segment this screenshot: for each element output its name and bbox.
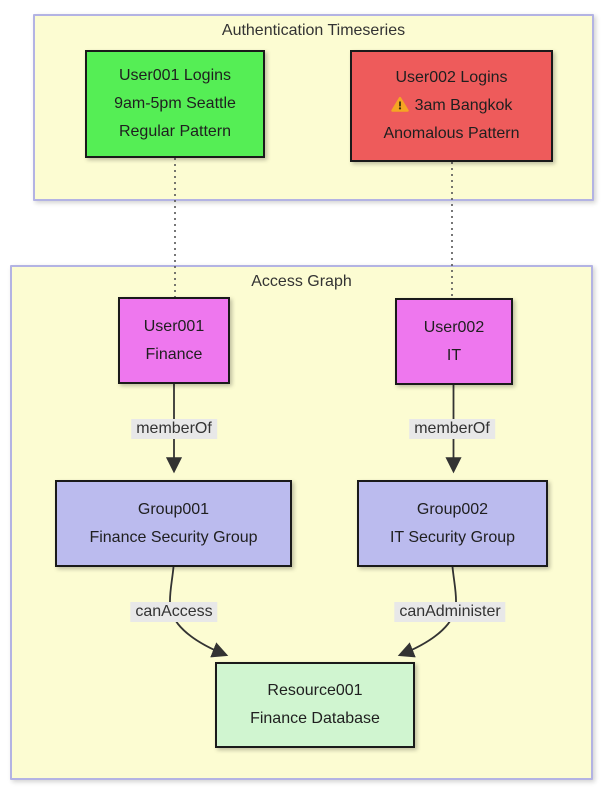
node-text: User002 bbox=[423, 318, 485, 336]
node-text: Group001 bbox=[137, 500, 210, 518]
auth-cluster-title: Authentication Timeseries bbox=[221, 22, 406, 39]
node-text: User001 Logins bbox=[118, 67, 232, 84]
node-group002: Group002 IT Security Group bbox=[357, 480, 548, 567]
node-user001-logins: User001 Logins 9am-5pm Seattle Regular P… bbox=[85, 50, 265, 158]
node-user002-logins: User002 Logins 3am Bangkok Anomalous Pat… bbox=[350, 50, 553, 162]
node-group001: Group001 Finance Security Group bbox=[55, 480, 292, 567]
node-text: User002 Logins bbox=[395, 69, 508, 86]
node-resource001: Resource001 Finance Database bbox=[215, 662, 415, 748]
node-text: Finance Database bbox=[250, 710, 380, 727]
node-user001: User001 Finance bbox=[118, 297, 230, 384]
node-text: 3am Bangkok bbox=[414, 97, 513, 114]
node-text: Group002 bbox=[416, 500, 489, 518]
edge-label-canadminister: canAdminister bbox=[394, 602, 506, 622]
node-text: Finance Security Group bbox=[89, 528, 258, 546]
access-cluster-title: Access Graph bbox=[251, 273, 352, 290]
edge-label-memberof-2: memberOf bbox=[409, 419, 495, 439]
edge-canadminister-group002-resource001 bbox=[397, 566, 457, 658]
edge-label-canaccess: canAccess bbox=[130, 602, 218, 622]
warning-icon bbox=[390, 96, 409, 112]
node-text: Resource001 bbox=[267, 682, 363, 699]
node-text: IT Security Group bbox=[389, 528, 516, 546]
node-text: Regular Pattern bbox=[118, 123, 232, 140]
node-text: Anomalous Pattern bbox=[383, 125, 520, 142]
edge-label-memberof-1: memberOf bbox=[131, 419, 217, 439]
node-text: IT bbox=[446, 346, 462, 364]
edge-canaccess-group001-resource001 bbox=[169, 566, 229, 658]
node-text-with-warning: 3am Bangkok bbox=[390, 92, 513, 120]
node-text: User001 bbox=[143, 317, 205, 335]
node-user002: User002 IT bbox=[395, 298, 513, 385]
node-text: 9am-5pm Seattle bbox=[114, 95, 236, 112]
node-text: Finance bbox=[145, 345, 203, 363]
